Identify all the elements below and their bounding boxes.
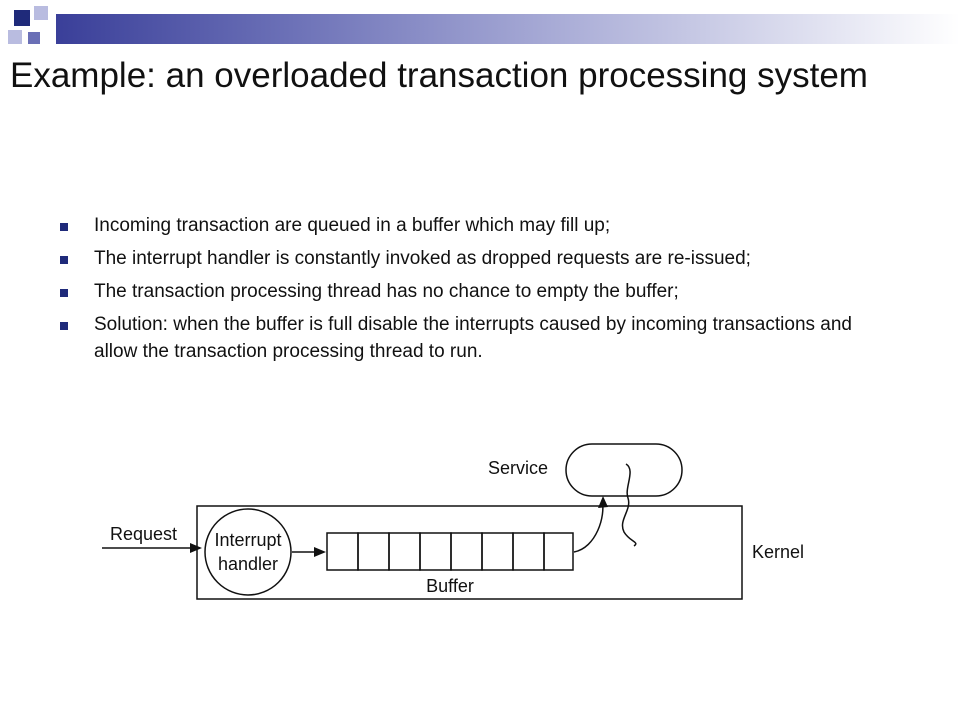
buffer-to-service-arrowhead <box>598 496 608 508</box>
bullet-text: The interrupt handler is constantly invo… <box>94 248 751 269</box>
bullet-icon <box>60 256 68 264</box>
kernel-box <box>196 505 743 600</box>
interrupt-handler-label-line2: handler <box>218 554 278 574</box>
buffer-cell <box>481 532 514 571</box>
list-item: Solution: when the buffer is full disabl… <box>58 311 878 365</box>
bullet-icon <box>60 289 68 297</box>
service-label: Service <box>488 458 548 478</box>
bullet-text: The transaction processing thread has no… <box>94 281 679 302</box>
request-label: Request <box>110 524 177 544</box>
thread-squiggle <box>621 463 637 547</box>
decor-gradient-bar <box>56 14 960 44</box>
buffer-cell <box>326 532 359 571</box>
slide-title: Example: an overloaded transaction proce… <box>10 56 868 95</box>
interrupt-handler-label-line1: Interrupt <box>214 530 281 550</box>
bullet-list: Incoming transaction are queued in a buf… <box>58 212 878 371</box>
buffer-queue <box>326 532 574 571</box>
buffer-cell <box>512 532 545 571</box>
buffer-cell <box>419 532 452 571</box>
buffer-cell <box>388 532 421 571</box>
buffer-label: Buffer <box>426 576 474 596</box>
interrupt-handler-circle <box>204 508 292 596</box>
buffer-cell <box>357 532 390 571</box>
bullet-text: Solution: when the buffer is full disabl… <box>94 314 852 362</box>
kernel-diagram: Request Interrupt handler Buffer Service… <box>102 443 804 600</box>
decor-square-light <box>8 30 22 44</box>
decor-square-dark <box>14 10 30 26</box>
decor-square-mid <box>28 32 40 44</box>
buffer-cell <box>450 532 483 571</box>
decor-square-light <box>34 6 48 20</box>
kernel-label: Kernel <box>752 542 804 562</box>
list-item: The transaction processing thread has no… <box>58 278 878 305</box>
bullet-icon <box>60 223 68 231</box>
bullet-text: Incoming transaction are queued in a buf… <box>94 215 611 236</box>
list-item: Incoming transaction are queued in a buf… <box>58 212 878 239</box>
request-arrowhead <box>190 543 202 553</box>
service-box <box>565 443 683 497</box>
title-decoration <box>0 0 960 50</box>
handler-to-buffer-arrowhead <box>314 547 326 557</box>
list-item: The interrupt handler is constantly invo… <box>58 245 878 272</box>
buffer-cell <box>543 532 574 571</box>
bullet-icon <box>60 322 68 330</box>
